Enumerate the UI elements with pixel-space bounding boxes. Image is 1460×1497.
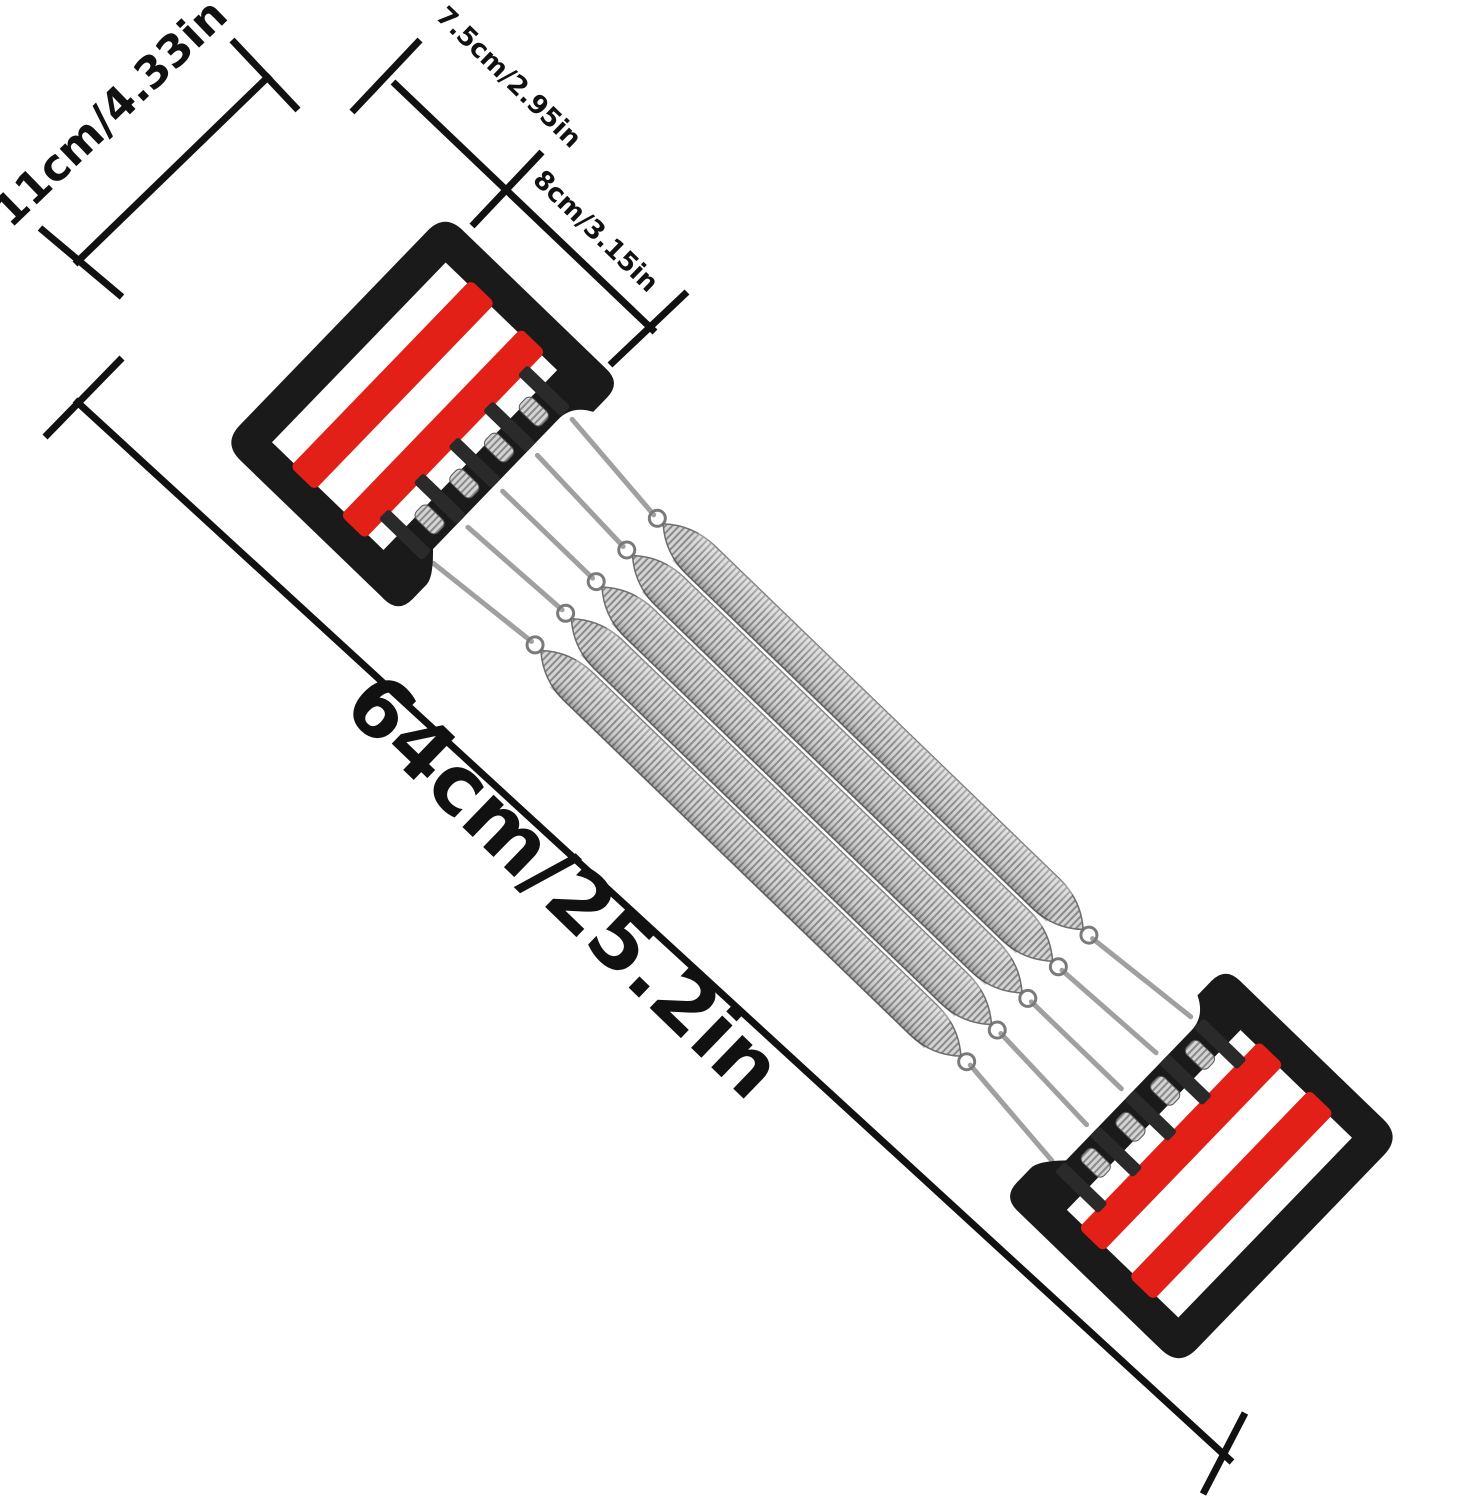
dimension-depth-inner-group: [469, 149, 545, 229]
handle-right-grip-outer: [1131, 1092, 1332, 1298]
dimension-width-tick-end: [229, 37, 301, 113]
label-handle-depth-outer: 7.5cm/2.95in: [430, 1, 587, 154]
dimension-width-line: [72, 72, 273, 267]
handle-right-hooks: [1056, 1019, 1246, 1213]
dimension-length-tick-start: [42, 355, 125, 440]
dimension-depth-outer-tick-end: [607, 289, 690, 368]
handle-right-frame: [1010, 973, 1393, 1359]
handle-left-frame: [231, 221, 614, 607]
handle-left-mini-springs: [414, 396, 549, 535]
spring-shading: [549, 531, 1075, 1049]
handle-left-hooks: [379, 366, 570, 560]
handle-right-grip-inner: [1080, 1043, 1282, 1250]
dimension-depth-outer-group: [349, 37, 690, 368]
dimension-width-group: [37, 37, 301, 300]
dimension-length-tick-end: [1199, 1411, 1249, 1496]
handle-left: [231, 221, 614, 607]
dimension-depth-outer-line: [390, 79, 658, 335]
dimension-width-tick-start: [37, 225, 125, 300]
dimension-length-group: [42, 355, 1249, 1496]
handle-left-grip-outer: [292, 282, 493, 488]
dimension-depth-outer-tick-start: [349, 37, 423, 115]
label-handle-width: 11cm/4.33in: [0, 0, 237, 237]
handle-right: [1010, 973, 1393, 1359]
dimension-depth-inner-tick: [469, 149, 545, 229]
chest-expander: [231, 221, 1393, 1359]
handle-left-grip-inner: [342, 330, 544, 537]
spring-assembly: [430, 416, 1194, 1164]
spring-rods: [430, 416, 1194, 1164]
handle-right-mini-springs: [1080, 1039, 1215, 1178]
dimension-length-line: [72, 397, 1235, 1465]
